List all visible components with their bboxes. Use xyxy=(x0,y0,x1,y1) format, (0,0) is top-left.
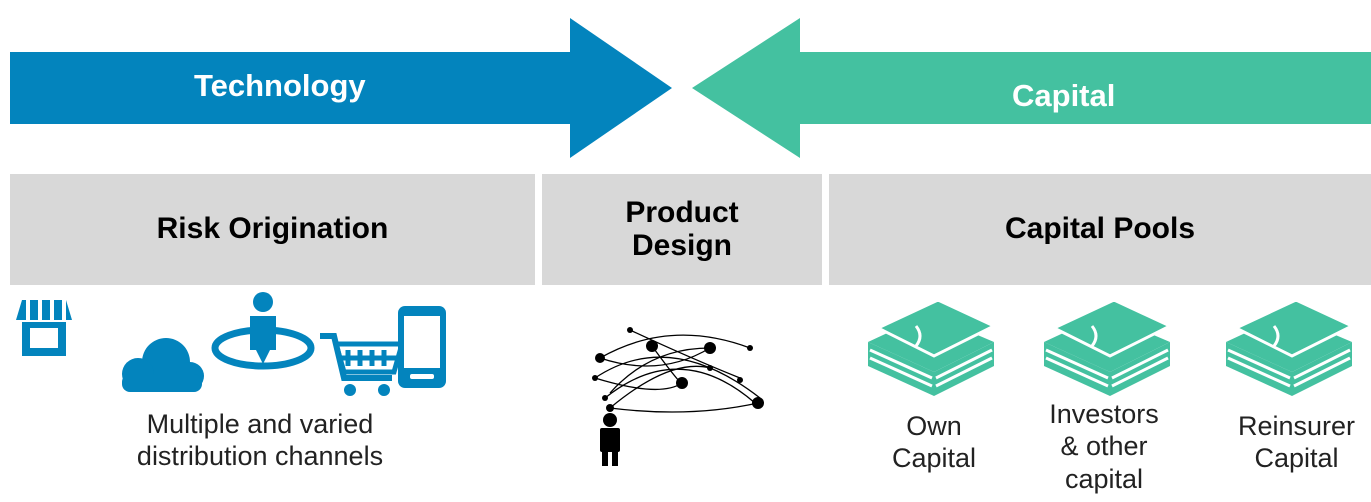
cloud-icon xyxy=(110,336,206,392)
capital-pools-label: Capital Pools xyxy=(1004,212,1196,246)
reinsurer-capital-caption: Reinsurer Capital xyxy=(1222,410,1371,475)
technology-arrow xyxy=(10,18,672,158)
product-design-label-line1: Product xyxy=(625,196,739,230)
money-stack-icon-investors xyxy=(1044,302,1172,398)
arrows-layer xyxy=(10,18,1371,158)
distribution-caption-line2: distribution channels xyxy=(136,441,384,472)
own-capital-caption: Own Capital xyxy=(872,410,996,475)
capital-label: Capital xyxy=(1012,78,1116,113)
storefront-icon xyxy=(14,298,74,358)
shopping-cart-icon xyxy=(318,330,408,400)
product-design-label-line2: Design xyxy=(631,228,733,262)
product-design-box: Product Design xyxy=(542,174,822,285)
capital-pools-box: Capital Pools xyxy=(829,174,1371,285)
investors-capital-caption: Investors & other capital xyxy=(1034,398,1174,495)
own-capital-caption-line2: Capital xyxy=(891,443,977,474)
technology-label: Technology xyxy=(194,68,366,103)
investors-caption-line2: & other xyxy=(1060,431,1148,462)
distribution-caption-line1: Multiple and varied xyxy=(146,409,374,439)
investors-caption-line3: capital xyxy=(1064,463,1144,494)
capital-arrow xyxy=(692,18,1371,158)
money-stack-icon xyxy=(868,302,996,398)
distribution-caption: Multiple and varied distribution channel… xyxy=(100,408,420,473)
risk-origination-box: Risk Origination xyxy=(10,174,535,285)
network-person-icon xyxy=(570,318,770,468)
investors-caption-line1: Investors xyxy=(1049,399,1159,429)
reinsurer-caption-line2: Capital xyxy=(1254,443,1339,474)
own-capital-caption-line1: Own xyxy=(906,411,962,441)
risk-origination-label: Risk Origination xyxy=(156,212,389,246)
location-person-icon xyxy=(210,290,316,370)
smartphone-icon xyxy=(396,304,448,390)
reinsurer-caption-line1: Reinsurer xyxy=(1237,411,1356,441)
money-stack-icon-reinsurer xyxy=(1226,302,1354,398)
